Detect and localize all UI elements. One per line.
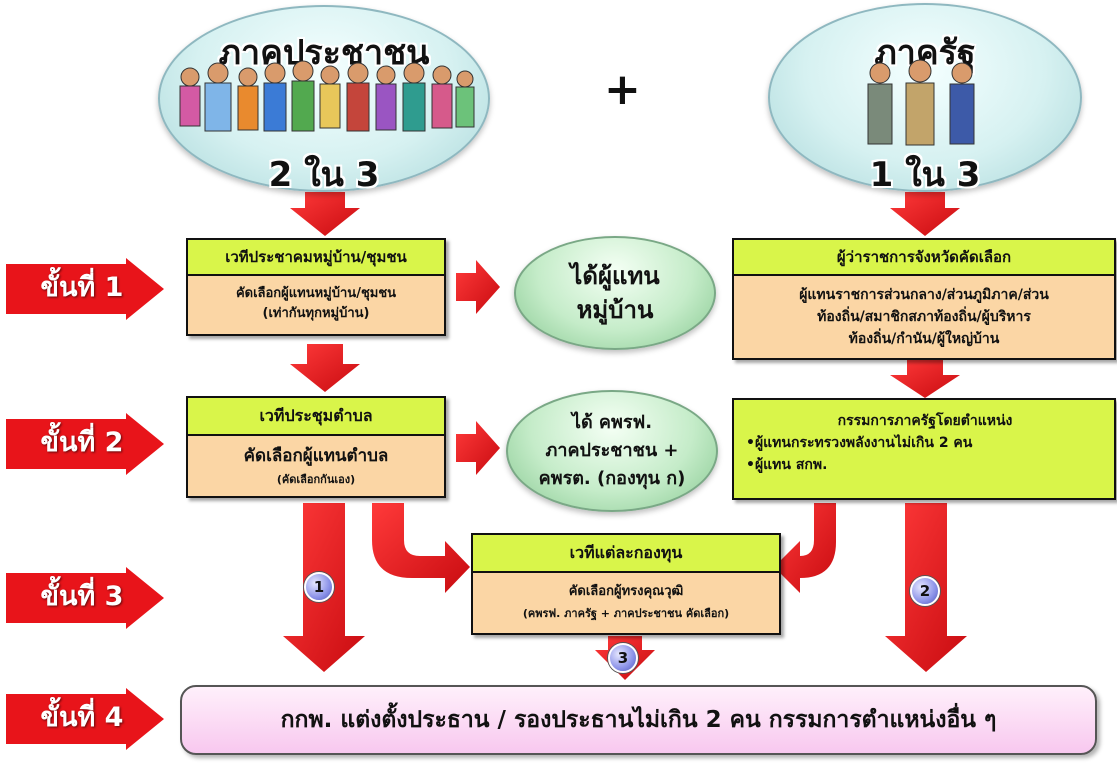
plus-sign: +: [604, 64, 641, 115]
arrow-state-down: [890, 192, 960, 236]
village-forum-body: คัดเลือกผู้แทนหมู่บ้าน/ชุมชน (เท่ากันทุก…: [188, 276, 444, 334]
arrow-governor-to-state: [890, 360, 960, 398]
people-illustration: [179, 60, 475, 132]
step-arrow-icon: [6, 688, 164, 750]
state-committee-body: กรรมการภาครัฐโดยตำแหน่ง •ผู้แทนกระทรวงพล…: [746, 413, 1013, 473]
public-sector-title: ภาคประชาชน: [218, 33, 430, 73]
arrow-curve-left: [372, 503, 470, 593]
state-committee-box: กรรมการภาครัฐโดยตำแหน่ง •ผู้แทนกระทรวงพล…: [732, 398, 1116, 500]
fund-forum-box: เวทีแต่ละกองทุน คัดเลือกผู้ทรงคุณวุฒิ (ค…: [471, 533, 781, 635]
fund-forum-title: เวทีแต่ละกองทุน: [473, 535, 779, 573]
step-3-label: ขั้นที่ 3: [6, 567, 166, 629]
arrow-public-down: [290, 192, 360, 236]
step-4-label: ขั้นที่ 4: [6, 688, 166, 750]
arrow-curve-right-main: [774, 503, 836, 593]
village-representative-result: ได้ผู้แทน หมู่บ้าน: [514, 236, 716, 350]
state-sector-ratio: 1 ใน 3: [869, 155, 981, 195]
arrow-village-to-result: [456, 260, 500, 314]
subdistrict-meeting-title: เวทีประชุมตำบล: [188, 398, 444, 436]
path-marker-3: 3: [608, 643, 638, 673]
arrow-village-to-subdistrict: [290, 344, 360, 392]
step-arrow-icon: [6, 567, 164, 629]
subdistrict-meeting-body: คัดเลือกผู้แทนตำบล (คัดเลือกกันเอง): [188, 436, 444, 496]
public-sector-oval: ภาคประชาชน 2 ใน 3: [158, 5, 490, 195]
path-marker-1: 1: [304, 572, 334, 602]
subdistrict-meeting-box: เวทีประชุมตำบล คัดเลือกผู้แทนตำบล (คัดเล…: [186, 396, 446, 498]
path-marker-2: 2: [910, 576, 940, 606]
final-appointment-text: กกพ. แต่งตั้งประธาน / รองประธานไม่เกิน 2…: [280, 707, 997, 733]
governor-selection-title: ผู้ว่าราชการจังหวัดคัดเลือก: [734, 240, 1114, 276]
arrow-subdistrict-to-result: [456, 421, 500, 475]
officials-illustration: [867, 59, 975, 146]
governor-selection-body: ผู้แทนราชการส่วนกลาง/ส่วนภูมิภาค/ส่วน ท้…: [734, 276, 1114, 358]
step-1-label: ขั้นที่ 1: [6, 258, 166, 320]
committee-result: ได้ คพรฟ. ภาคประชาชน + คพรต. (กองทุน ก): [506, 390, 718, 512]
step-2-label: ขั้นที่ 2: [6, 413, 166, 475]
public-sector-ratio: 2 ใน 3: [268, 155, 380, 195]
state-sector-oval: ภาครัฐ 1 ใน 3: [768, 3, 1082, 195]
step-arrow-icon: [6, 258, 164, 320]
fund-forum-body: คัดเลือกผู้ทรงคุณวุฒิ (คพรฟ. ภาครัฐ + ภา…: [473, 573, 779, 633]
final-appointment-box: กกพ. แต่งตั้งประธาน / รองประธานไม่เกิน 2…: [180, 685, 1097, 755]
village-forum-box: เวทีประชาคมหมู่บ้าน/ชุมชน คัดเลือกผู้แทน…: [186, 238, 446, 336]
governor-selection-box: ผู้ว่าราชการจังหวัดคัดเลือก ผู้แทนราชการ…: [732, 238, 1116, 360]
step-arrow-icon: [6, 413, 164, 475]
village-forum-title: เวทีประชาคมหมู่บ้าน/ชุมชน: [188, 240, 444, 276]
